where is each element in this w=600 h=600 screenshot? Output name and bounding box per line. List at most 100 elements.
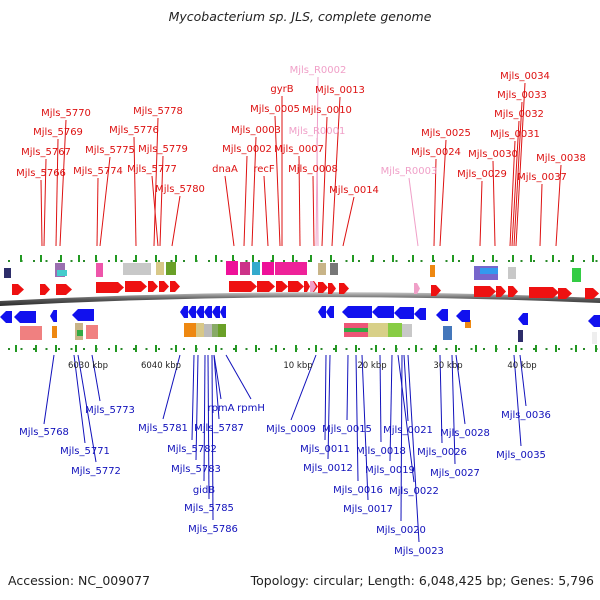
gene-label[interactable]: Mjls_0003 bbox=[231, 125, 281, 136]
gene-label[interactable]: Mjls_5770 bbox=[41, 108, 91, 119]
gene-label[interactable]: Mjls_5781 bbox=[138, 423, 188, 434]
gene-label[interactable]: gyrB bbox=[270, 84, 293, 95]
gene-label[interactable]: Mjls_0020 bbox=[376, 525, 426, 536]
gene-label[interactable]: Mjls_5786 bbox=[188, 524, 238, 535]
gene-label[interactable]: Mjls_0015 bbox=[322, 424, 372, 435]
gene-label[interactable]: Mjls_5767 bbox=[21, 147, 71, 158]
gene-label[interactable]: Mjls_R0003 bbox=[381, 166, 438, 177]
gene-label[interactable]: Mjls_0007 bbox=[274, 144, 324, 155]
gene-label[interactable]: Mjls_5773 bbox=[85, 405, 135, 416]
gene-label[interactable]: Mjls_5780 bbox=[155, 184, 205, 195]
guide-dot bbox=[533, 348, 535, 350]
guide-dot bbox=[83, 348, 85, 350]
feature-box bbox=[388, 323, 402, 337]
gene-label[interactable]: Mjls_5769 bbox=[33, 127, 83, 138]
forward-gene-arrow bbox=[288, 281, 304, 292]
gene-label[interactable]: Mjls_5777 bbox=[127, 164, 177, 175]
guide-tick bbox=[355, 345, 357, 352]
gene-label[interactable]: Mjls_0013 bbox=[315, 85, 365, 96]
guide-tick bbox=[452, 255, 454, 262]
feature-box bbox=[77, 330, 83, 336]
gene-label[interactable]: Mjls_0017 bbox=[343, 504, 393, 515]
guide-dot bbox=[358, 260, 360, 262]
gene-label[interactable]: Mjls_0018 bbox=[356, 446, 406, 457]
gene-label[interactable]: Mjls_0035 bbox=[496, 450, 546, 461]
gene-label[interactable]: rpmA bbox=[207, 403, 234, 414]
guide-dot bbox=[183, 260, 185, 262]
gene-label[interactable]: Mjls_0030 bbox=[468, 149, 518, 160]
gene-label[interactable]: recF bbox=[253, 164, 275, 175]
gene-label[interactable]: Mjls_0022 bbox=[389, 486, 439, 497]
gene-label[interactable]: Mjls_0008 bbox=[288, 164, 338, 175]
gene-label[interactable]: dnaA bbox=[212, 164, 238, 175]
guide-dot bbox=[170, 260, 173, 262]
gene-label[interactable]: Mjls_0016 bbox=[333, 485, 383, 496]
gene-label[interactable]: Mjls_5782 bbox=[167, 444, 217, 455]
gene-label[interactable]: Mjls_5778 bbox=[133, 106, 183, 117]
gene-label[interactable]: Mjls_5768 bbox=[19, 427, 69, 438]
gene-label[interactable]: Mjls_5787 bbox=[194, 423, 244, 434]
guide-tracks bbox=[8, 255, 598, 352]
gene-label[interactable]: rpmH bbox=[237, 403, 265, 414]
gene-label[interactable]: Mjls_0034 bbox=[500, 71, 550, 82]
gene-label[interactable]: Mjls_0025 bbox=[421, 128, 471, 139]
gene-label[interactable]: Mjls_5771 bbox=[60, 446, 110, 457]
gene-label[interactable]: Mjls_5772 bbox=[71, 466, 121, 477]
gene-label[interactable]: Mjls_5785 bbox=[184, 503, 234, 514]
gene-label[interactable]: Mjls_0037 bbox=[517, 172, 567, 183]
gene-label[interactable]: Mjls_5779 bbox=[138, 144, 188, 155]
gene-label[interactable]: Mjls_0031 bbox=[490, 129, 540, 140]
guide-dot bbox=[445, 260, 448, 262]
gene-label[interactable]: Mjls_5775 bbox=[85, 145, 135, 156]
gene-label[interactable]: Mjls_0010 bbox=[302, 105, 352, 116]
feature-box bbox=[226, 261, 238, 275]
gene-label[interactable]: Mjls_0014 bbox=[329, 185, 379, 196]
feature-box bbox=[96, 263, 103, 277]
gene-label[interactable]: Mjls_0027 bbox=[430, 468, 480, 479]
gene-label[interactable]: gidB bbox=[193, 485, 215, 496]
guide-tick bbox=[475, 345, 477, 352]
top-leader-line bbox=[515, 82, 526, 247]
feature-box bbox=[204, 324, 212, 337]
gene-label[interactable]: Mjls_0036 bbox=[501, 410, 551, 421]
gene-label[interactable]: Mjls_0021 bbox=[383, 425, 433, 436]
gene-label[interactable]: Mjls_R0002 bbox=[290, 65, 347, 76]
guide-dot bbox=[520, 348, 523, 350]
gene-label[interactable]: Mjls_0033 bbox=[497, 90, 547, 101]
guide-dot bbox=[395, 260, 398, 262]
gene-label[interactable]: Mjls_0038 bbox=[536, 153, 586, 164]
gene-label[interactable]: Mjls_0026 bbox=[417, 447, 467, 458]
gene-label[interactable]: Mjls_0012 bbox=[303, 463, 353, 474]
gene-label[interactable]: Mjls_R0001 bbox=[289, 126, 346, 137]
guide-tick bbox=[35, 345, 37, 352]
gene-label[interactable]: Mjls_0029 bbox=[457, 169, 507, 180]
guide-tick bbox=[272, 255, 274, 262]
gene-label[interactable]: Mjls_5783 bbox=[171, 464, 221, 475]
gene-label[interactable]: Mjls_0019 bbox=[365, 465, 415, 476]
guide-dot bbox=[370, 260, 373, 262]
top-leader-line bbox=[492, 160, 496, 247]
scale-tick-label: 6030 kbp bbox=[68, 361, 108, 371]
gene-label[interactable]: Mjls_5776 bbox=[109, 125, 159, 136]
gene-label[interactable]: Mjls_5766 bbox=[16, 168, 66, 179]
gene-label[interactable]: Mjls_0002 bbox=[222, 144, 272, 155]
bottom-leader-line bbox=[207, 354, 210, 500]
top-leader-line bbox=[312, 175, 315, 247]
guide-dot bbox=[270, 348, 273, 350]
gene-label[interactable]: Mjls_0005 bbox=[250, 104, 300, 115]
guide-tick bbox=[20, 255, 22, 262]
gene-label[interactable]: Mjls_5774 bbox=[73, 166, 123, 177]
guide-dot bbox=[558, 260, 560, 262]
gene-label[interactable]: Mjls_0009 bbox=[266, 424, 316, 435]
reverse-gene-arrow bbox=[72, 309, 94, 321]
gene-label[interactable]: Mjls_0032 bbox=[494, 109, 544, 120]
guide-tick bbox=[295, 345, 297, 352]
guide-tick bbox=[395, 345, 397, 352]
forward-gene-arrow bbox=[310, 281, 316, 292]
gene-label[interactable]: Mjls_0011 bbox=[300, 444, 350, 455]
gene-label[interactable]: Mjls_0024 bbox=[411, 147, 461, 158]
guide-dot bbox=[133, 260, 135, 262]
top-leader-line bbox=[433, 158, 437, 247]
gene-label[interactable]: Mjls_0023 bbox=[394, 546, 444, 557]
gene-label[interactable]: Mjls_0028 bbox=[440, 428, 490, 439]
